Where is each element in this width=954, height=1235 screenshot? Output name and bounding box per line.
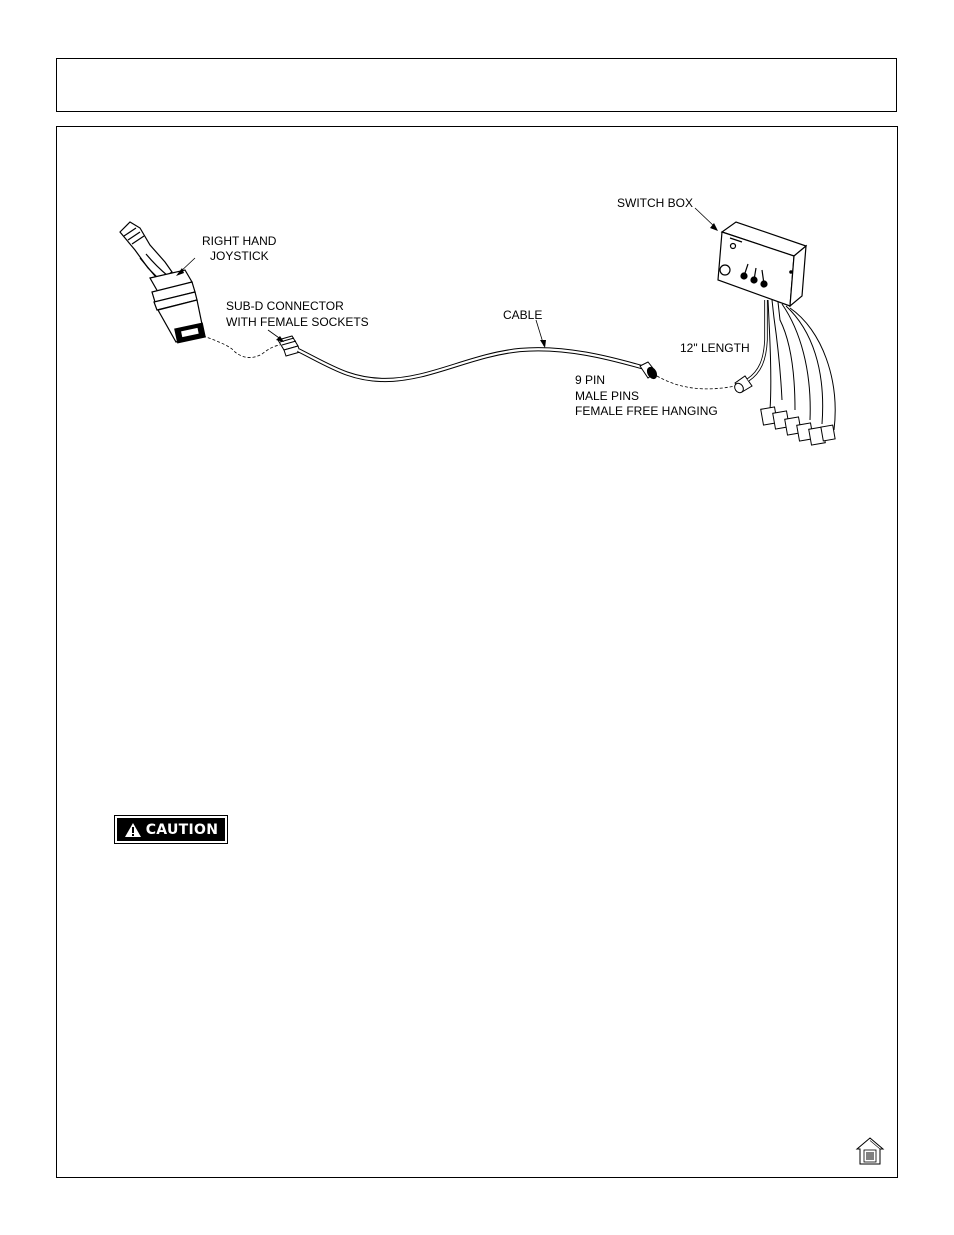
pin-label-line2: MALE PINS <box>575 389 639 403</box>
warning-triangle-icon <box>124 822 141 837</box>
connector-link-dashed <box>656 375 736 390</box>
subd-label-line1: SUB-D CONNECTOR <box>226 299 344 313</box>
joystick-link-dashed <box>202 335 281 358</box>
leader-arrowheads <box>176 223 718 348</box>
joystick-label-line1: RIGHT HAND <box>202 234 277 248</box>
caution-label: CAUTION <box>145 821 219 838</box>
joystick-label-line2: JOYSTICK <box>210 249 269 263</box>
home-button[interactable] <box>855 1136 885 1166</box>
harness-wires <box>767 299 836 431</box>
switch-box-illustration <box>717 221 808 308</box>
cable-label: CABLE <box>503 308 542 322</box>
male-connector-illustration <box>639 361 658 380</box>
switch-box-label: SWITCH BOX <box>617 196 693 210</box>
home-icon <box>855 1137 885 1165</box>
pin-label-line1: 9 PIN <box>575 373 605 387</box>
content-box <box>56 126 898 1178</box>
caution-badge: CAUTION <box>114 815 228 844</box>
pin-label-line3: FEMALE FREE HANGING <box>575 404 718 418</box>
header-box <box>56 58 897 112</box>
female-connector-illustration <box>734 300 768 394</box>
joystick-illustration <box>119 221 206 344</box>
length-label: 12" LENGTH <box>680 341 750 355</box>
harness-plugs <box>760 406 836 446</box>
subd-label-line2: WITH FEMALE SOCKETS <box>226 315 369 329</box>
subd-connector-illustration <box>277 335 301 357</box>
cable-illustration <box>297 347 646 383</box>
